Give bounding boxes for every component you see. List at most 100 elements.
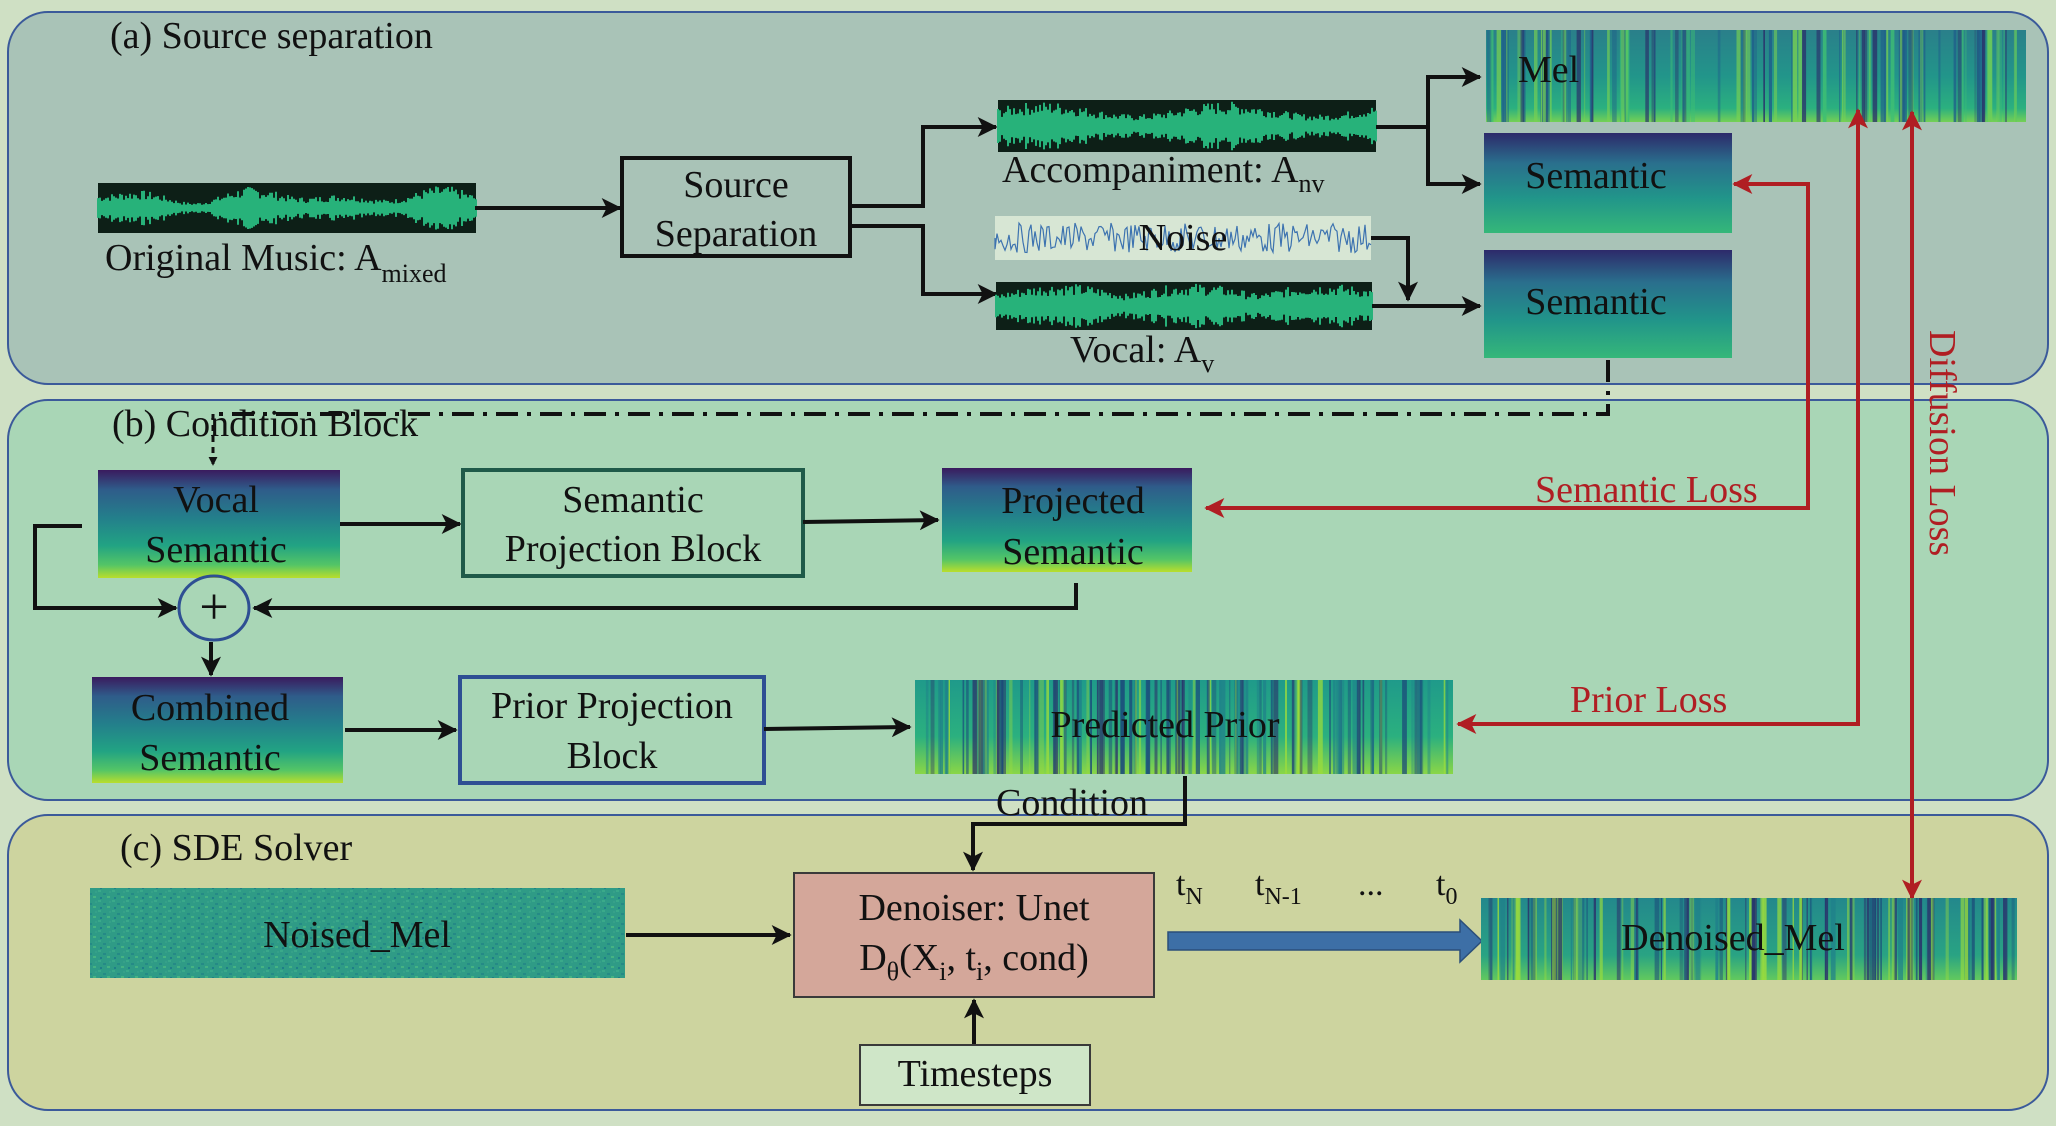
den-stripes-stripe [1573,898,1578,980]
den-stripes-stripe [1616,898,1621,980]
mel-stripes-stripe [1816,30,1821,122]
prior-stripes-stripe [1285,680,1287,774]
den-stripes-stripe [1945,898,1949,980]
mel-spectrogram-texture [1487,30,2017,122]
den-stripes-stripe [1725,898,1728,980]
mel-stripes-stripe [1670,30,1673,122]
den-stripes-stripe [1544,898,1547,980]
den-stripes-stripe [1532,898,1537,980]
prior-stripes-stripe [1411,680,1414,774]
mel-stripes-stripe [1974,30,1976,122]
panel-c-title: (c) SDE Solver [120,827,353,869]
den-stripes-stripe [1985,898,1988,980]
mel-stripes-stripe [1976,30,1981,122]
mel-stripes-stripe [1843,30,1846,122]
den-stripes-stripe [1891,898,1895,980]
prior-stripes-stripe [1259,680,1262,774]
prior-stripes-stripe [1379,680,1383,774]
mel-stripes-stripe [1547,30,1550,122]
den-stripes-stripe [1990,898,1995,980]
mel-stripes-stripe [1651,30,1656,122]
den-stripes-stripe [1869,898,1874,980]
mel-stripes-stripe [1890,30,1895,122]
mel-stripes-stripe [1842,30,1844,122]
prior-stripes-stripe [1121,680,1125,774]
prior-stripes-stripe [1416,680,1421,774]
den-stripes-stripe [1810,898,1812,980]
panel-a-title: (a) Source separation [110,15,433,57]
vocal-waveform [995,282,1373,330]
mel-stripes-stripe [1996,30,2000,122]
semantic-top-label: Semantic [1525,155,1666,197]
combined-semantic-line1: Combined [131,687,289,729]
mel-stripes-stripe [1682,30,1685,122]
prior-stripes-stripe [984,680,987,774]
prior-stripes-stripe [1219,680,1222,774]
den-stripes-stripe [1888,898,1891,980]
prior-stripes-stripe [1115,680,1118,774]
den-stripes-stripe [1552,898,1555,980]
mel-stripes-stripe [1768,30,1772,122]
den-stripes-stripe [1799,898,1803,980]
noised-mel-spectrogram [90,888,625,978]
prior-stripes-stripe [1029,680,1031,774]
prior-stripes-stripe [1071,680,1075,774]
mel-stripes-stripe [1918,30,1923,122]
semantic-loss-label: Semantic Loss [1535,469,1758,511]
mel-stripes-stripe [1654,30,1656,122]
mel-stripes-stripe [1763,30,1765,122]
den-stripes-stripe [1621,898,1624,980]
prior-stripes-stripe [1246,680,1249,774]
prior-loss-arrow [1456,108,1868,734]
mel-stripes-stripe [1773,30,1778,122]
combined-semantic-line2: Semantic [139,737,280,779]
mel-stripes-stripe [1839,30,1841,122]
prior-stripes-stripe [1229,680,1231,774]
mel-stripes-stripe [1545,30,1548,122]
prior-stripes-stripe [1352,680,1358,774]
den-stripes-stripe [1599,898,1603,980]
den-stripes-stripe [1745,898,1747,980]
mel-stripes-stripe [1591,30,1594,122]
den-stripes-stripe [1530,898,1536,980]
mel-stripes-stripe [1751,30,1754,122]
arrow-accompaniment-to-mel [1376,67,1482,129]
semantic-projection-line2: Projection Block [505,528,761,570]
vocal-semantic-spectrogram [98,470,340,578]
prior-stripes-stripe [940,680,944,774]
mel-stripes-stripe [1489,30,1494,122]
timestep-ellipsis: ... [1358,866,1384,903]
mel-stripes-stripe [1562,30,1565,122]
den-stripes-stripe [1762,898,1767,980]
mel-stripes-stripe [1822,30,1827,122]
denoiser-line2: Dθ(Xi, ti, cond) [859,937,1089,986]
prior-stripes-stripe [1060,680,1063,774]
den-stripes-stripe [1830,898,1836,980]
prior-stripes-stripe [1192,680,1196,774]
den-stripes-stripe [1971,898,1975,980]
den-stripes-stripe [1981,898,1984,980]
den-stripes-stripe [1679,898,1683,980]
mel-stripes-stripe [1621,30,1625,122]
prior-stripes-stripe [1053,680,1058,774]
mel-stripes-stripe [1544,30,1547,122]
mel-stripes-stripe [1869,30,1871,122]
mel-stripes-stripe [1576,30,1581,122]
prior-stripes-stripe [1446,680,1449,774]
den-stripes-stripe [1960,898,1965,980]
mel-stripes-stripe [1560,30,1565,122]
prior-projection-block [458,675,766,785]
prior-stripes-stripe [966,680,969,774]
prior-stripes-stripe [1076,680,1079,774]
den-stripes-stripe [1570,898,1572,980]
prior-stripes-stripe [1086,680,1090,774]
prior-stripes-stripe [1294,680,1300,774]
mel-stripes-stripe [1911,30,1914,122]
prior-stripes-stripe [1291,680,1297,774]
den-stripes-stripe [1867,898,1870,980]
den-stripes-stripe [1593,898,1596,980]
den-stripes-stripe [1749,898,1754,980]
mel-stripes-stripe [1866,30,1872,122]
prior-stripes-stripe [1176,680,1179,774]
